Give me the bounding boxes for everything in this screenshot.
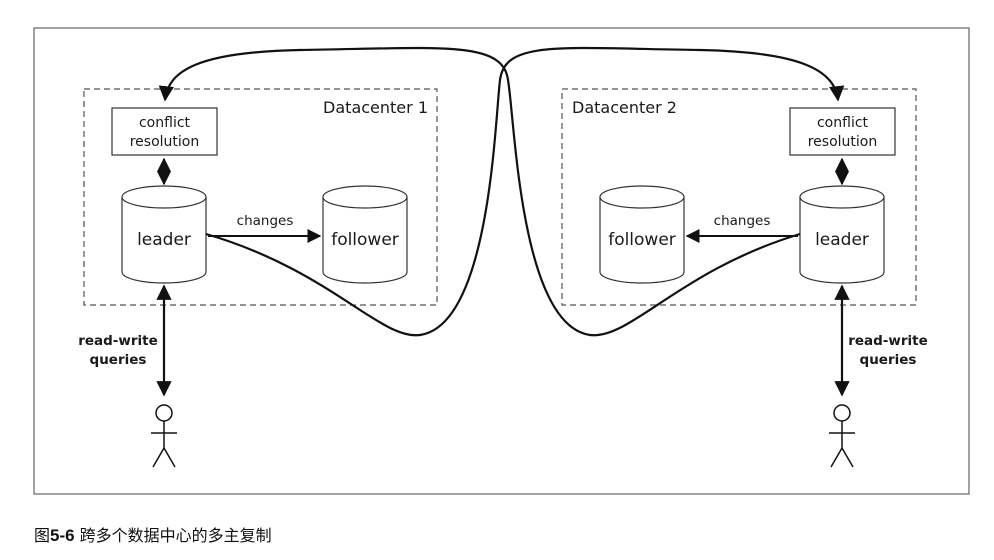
datacenter-2-boundary [561,88,917,306]
follower-database-1: follower [322,185,408,284]
user-icon-1 [151,404,177,468]
changes-label-2: changes [714,213,771,229]
conflict-resolution-label-2a: conflict [817,115,869,131]
caption-number: 5-6 [50,526,75,545]
follower-database-2: follower [599,185,685,284]
conflict-resolution-box-2: conflict resolution [789,107,896,156]
user-icon-2 [829,404,855,468]
caption-prefix: 图 [34,526,51,545]
conflict-resolution-label-1a: conflict [139,115,191,131]
conflict-resolution-label-2b: resolution [808,134,878,150]
replication-curve-dc2-to-dc1 [158,46,801,337]
queries-label-2b: queries [860,352,917,368]
follower-label-2: follower [608,230,676,250]
figure-caption: 图5-6 跨多个数据中心的多主复制 [34,522,272,546]
replication-curve-dc1-to-dc2 [205,46,845,337]
queries-label-1a: read-write [78,333,158,349]
queries-label-1b: queries [90,352,147,368]
datacenter-1-title: Datacenter 1 [323,98,428,117]
datacenter-1: Datacenter 1 conflict resolution leader … [83,88,438,306]
datacenter-2-title: Datacenter 2 [572,98,677,117]
follower-label-1: follower [331,230,399,250]
leader-database-2: leader [799,185,885,284]
leader-database-1: leader [121,185,207,284]
conflict-resolution-label-1b: resolution [130,134,200,150]
conflict-resolution-box-1: conflict resolution [111,107,218,156]
datacenter-1-boundary [83,88,438,306]
queries-label-2a: read-write [848,333,928,349]
caption-text: 跨多个数据中心的多主复制 [74,526,272,545]
leader-label-1: leader [137,230,191,250]
datacenter-2: Datacenter 2 conflict resolution leader … [561,88,917,306]
leader-label-2: leader [815,230,869,250]
changes-label-1: changes [237,213,294,229]
client-1: read-write queries [78,284,177,468]
client-2: read-write queries [829,284,928,468]
